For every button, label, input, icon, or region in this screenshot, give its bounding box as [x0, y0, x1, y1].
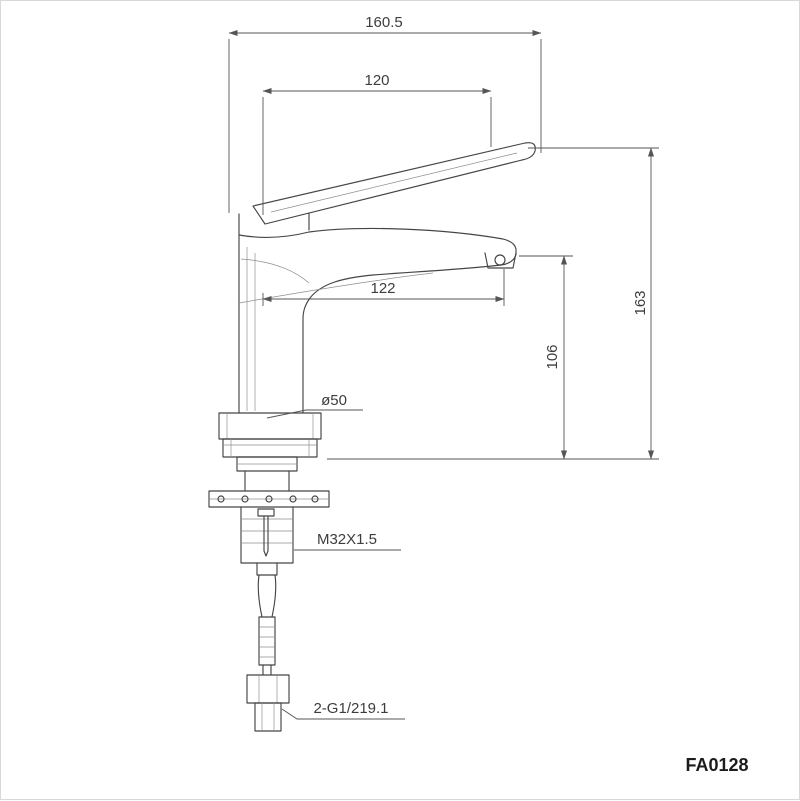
dimension-spout-reach: 122 [262, 269, 505, 306]
hose-end-fitting [254, 702, 282, 732]
thread-spec-label: M32X1.5 [317, 531, 377, 548]
mounting-hardware [208, 456, 330, 564]
faucet-body-spout [238, 227, 517, 414]
base-diameter-label: ø50 [321, 392, 347, 409]
dimension-overall-length: 160.5 [228, 14, 542, 213]
dim-overall-length-label: 160.5 [365, 14, 403, 31]
dim-overall-height-label: 163 [632, 290, 649, 315]
callout-thread-spec: M32X1.5 [294, 531, 401, 551]
dimension-handle-length: 120 [262, 72, 492, 215]
supply-hose [246, 562, 290, 732]
drain-rod-bolt [257, 508, 275, 557]
faucet-base [218, 412, 322, 458]
dim-spout-reach-label: 122 [370, 280, 395, 297]
dim-spout-height-label: 106 [544, 344, 561, 369]
part-number: FA0128 [685, 755, 748, 775]
callout-inlet-spec: 2-G1/219.1 [281, 700, 405, 720]
faucet-handle [238, 142, 536, 236]
inlet-spec-label: 2-G1/219.1 [313, 700, 388, 717]
callout-base-diameter: ø50 [266, 392, 363, 419]
hose-nut [246, 674, 290, 704]
aerator [484, 252, 517, 269]
dimension-spout-height: 106 [519, 255, 573, 460]
dimension-overall-height: 163 [327, 147, 659, 460]
dim-handle-length-label: 120 [364, 72, 389, 89]
